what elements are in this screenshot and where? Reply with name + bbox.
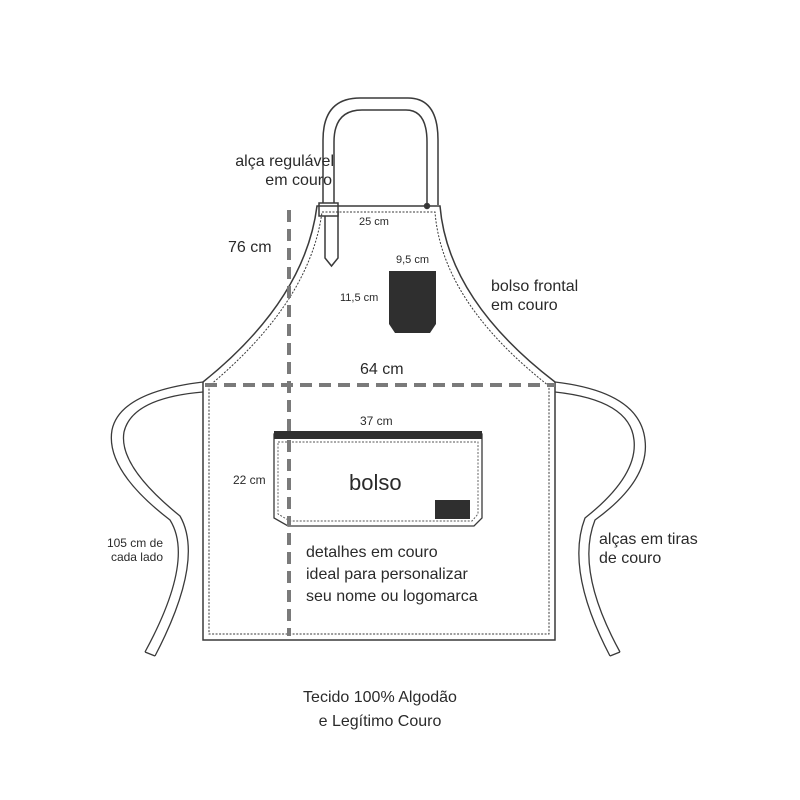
- pocket-leather-trim: [274, 431, 482, 439]
- pocket-height-label: 22 cm: [233, 473, 266, 487]
- ties-length-line-1: 105 cm de: [106, 536, 163, 550]
- adjustable-strap-line-1: alça regulável: [235, 153, 334, 170]
- leather-details-line-1: detalhes em couro: [306, 544, 438, 561]
- material-caption: Tecido 100% Algodão e Legítimo Couro: [270, 686, 490, 734]
- left-tie: [110, 381, 204, 657]
- apron-body: [202, 205, 556, 641]
- front-pocket-line-1: bolso frontal: [491, 278, 579, 295]
- pocket-leather-label: [435, 500, 470, 519]
- front-leather-pocket: [389, 271, 436, 333]
- leather-ties-line-2: de couro: [599, 550, 662, 568]
- neck-strap: [322, 97, 439, 205]
- ties-length-label: 105 cm de cada lado: [93, 536, 163, 565]
- leather-details-label: detalhes em couro ideal para personaliza…: [306, 542, 478, 608]
- adjustable-strap-line-2: em couro: [265, 172, 332, 190]
- front-pocket-width-label: 9,5 cm: [396, 254, 430, 266]
- leather-details-line-3: seu nome ou logomarca: [306, 588, 478, 605]
- front-pocket-line-2: em couro: [491, 297, 558, 315]
- total-width-label: 64 cm: [360, 361, 404, 378]
- leather-ties-line-1: alças em tiras: [599, 531, 698, 548]
- leather-details-line-2: ideal para personalizar: [306, 566, 468, 583]
- large-pocket: [273, 431, 483, 527]
- front-pocket-height-label: 11,5 cm: [340, 292, 379, 304]
- neck-width-label: 25 cm: [359, 216, 389, 228]
- dimension-guides: [205, 210, 555, 636]
- pocket-width-label: 37 cm: [360, 414, 393, 428]
- pocket-label: bolso: [349, 470, 402, 495]
- front-pocket-label: bolso frontal em couro: [491, 277, 578, 315]
- material-line-1: Tecido 100% Algodão: [303, 689, 457, 706]
- right-tie: [554, 381, 647, 657]
- height-label: 76 cm: [228, 239, 272, 256]
- adjustable-strap-label: alça regulável em couro: [197, 152, 334, 190]
- ties-length-line-2: cada lado: [110, 550, 163, 565]
- leather-ties-label: alças em tiras de couro: [599, 530, 698, 568]
- material-line-2: e Legítimo Couro: [318, 713, 442, 730]
